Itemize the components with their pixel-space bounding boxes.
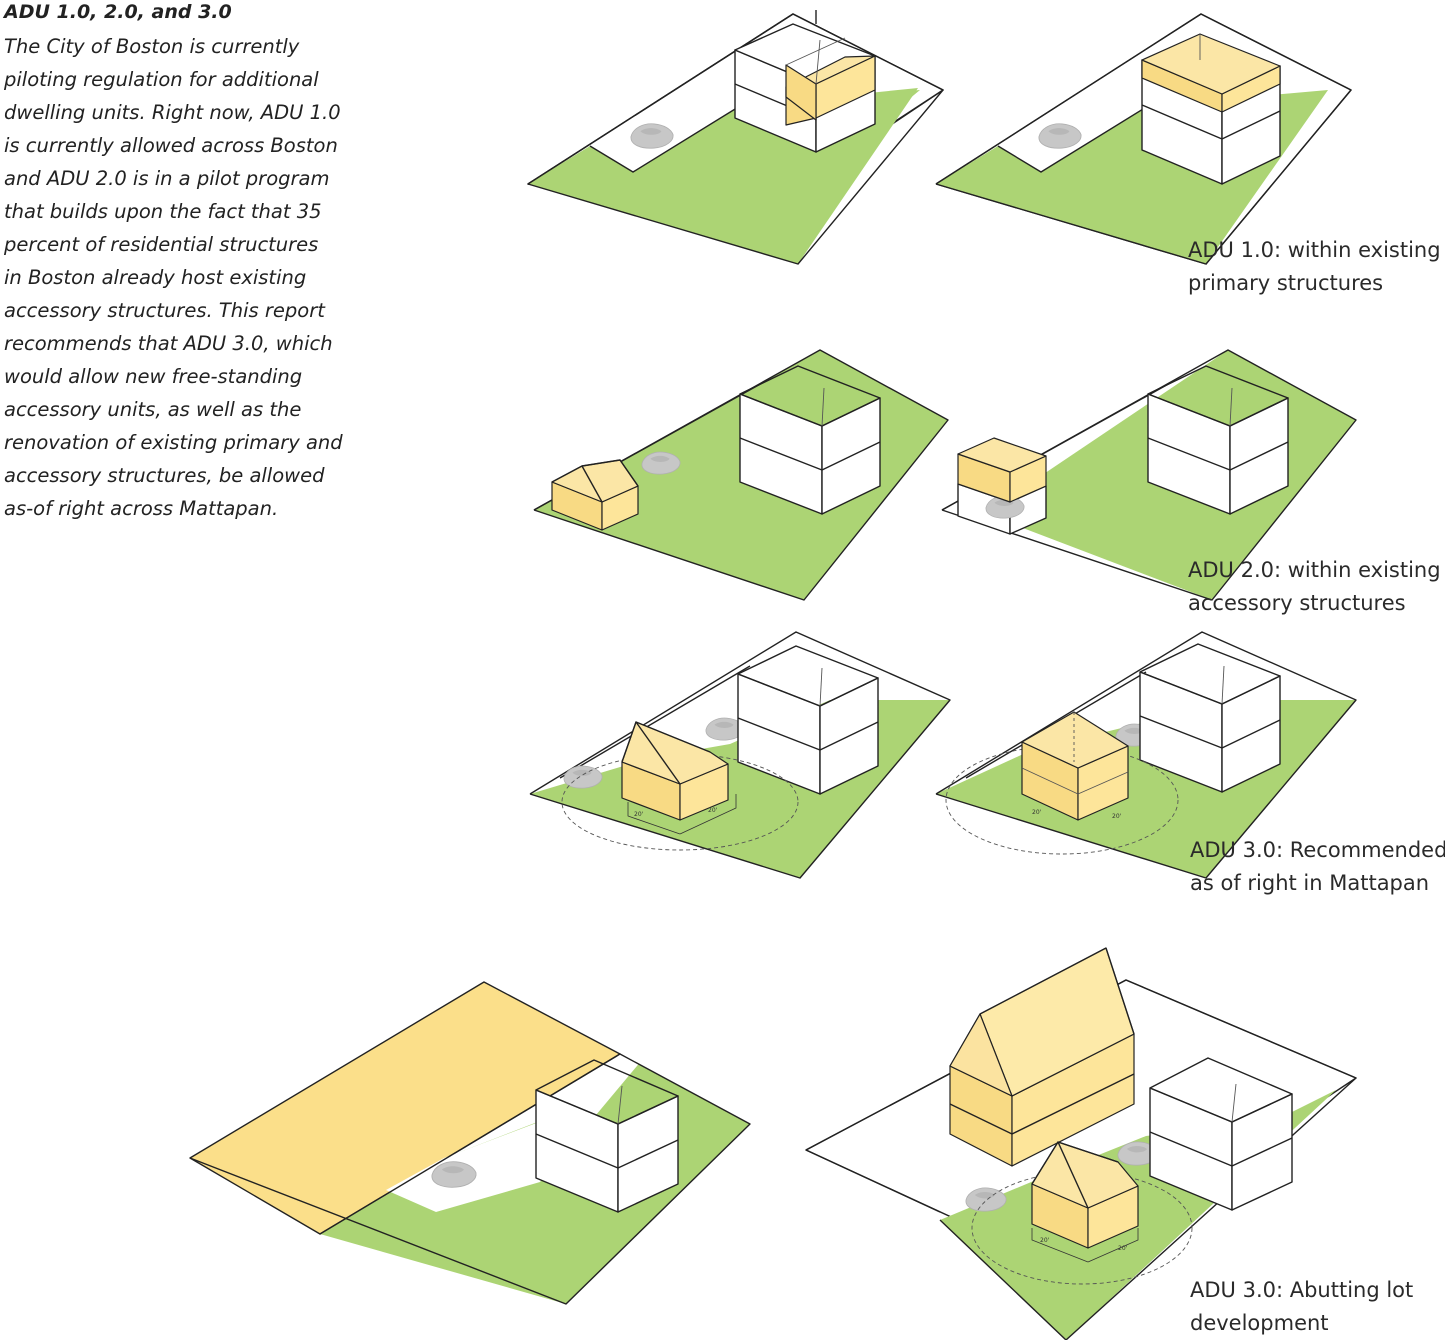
dimension-label: 20' xyxy=(1040,1237,1050,1244)
adu3-diagram-left: 20' 20' xyxy=(529,631,951,879)
dimension-label: 20' xyxy=(1118,1245,1128,1252)
caption-line: ADU 1.0: within existing xyxy=(1188,238,1441,262)
intro-body: The City of Boston is currently piloting… xyxy=(4,30,344,525)
intro-line: and ADU 2.0 is in a pilot program xyxy=(4,167,330,190)
caption-line: development xyxy=(1190,1311,1329,1335)
intro-line: accessory structures, be allowed xyxy=(4,464,325,487)
caption-line: ADU 3.0: Abutting lot xyxy=(1190,1278,1414,1302)
intro-line: dwelling units. Right now, ADU 1.0 xyxy=(4,101,341,124)
dimension-label: 20' xyxy=(1032,809,1042,816)
intro-line: that builds upon the fact that 35 xyxy=(4,200,322,223)
adu1-diagram-right xyxy=(935,13,1352,265)
intro-line: accessory structures. This report xyxy=(4,299,325,322)
intro-line: in Boston already host existing xyxy=(4,266,307,289)
caption-line: as of right in Mattapan xyxy=(1190,871,1430,895)
dimension-label: 20' xyxy=(1112,813,1122,820)
adu3-diagram-right: 20' 20' xyxy=(935,631,1357,879)
dimension-label: 20' xyxy=(708,807,718,814)
caption-adu2: ADU 2.0: within existing accessory struc… xyxy=(1188,554,1441,620)
caption-line: ADU 2.0: within existing xyxy=(1188,558,1441,582)
adu2-diagram-right xyxy=(941,349,1357,601)
caption-line: primary structures xyxy=(1188,271,1384,295)
adu1-diagram-left xyxy=(527,10,944,265)
caption-line: ADU 3.0: Recommended xyxy=(1190,838,1445,862)
intro-line: accessory units, as well as the xyxy=(4,398,302,421)
caption-adu3: ADU 3.0: Recommended as of right in Matt… xyxy=(1190,834,1445,900)
intro-line: recommends that ADU 3.0, which xyxy=(4,332,333,355)
intro-line: The City of Boston is currently xyxy=(4,35,300,58)
dimension-label: 20' xyxy=(634,811,644,818)
intro-line: as-of right across Mattapan. xyxy=(4,497,279,520)
intro-title: ADU 1.0, 2.0, and 3.0 xyxy=(4,1,232,23)
abutting-diagram-right: 20' 20' xyxy=(805,947,1357,1340)
caption-adu3-abutting: ADU 3.0: Abutting lot development xyxy=(1190,1274,1413,1340)
intro-line: renovation of existing primary and xyxy=(4,431,343,454)
abutting-diagram-left xyxy=(189,981,751,1305)
intro-line: would allow new free-standing xyxy=(4,365,303,388)
intro-text-block: ADU 1.0, 2.0, and 3.0 The City of Boston… xyxy=(4,0,344,525)
caption-adu1: ADU 1.0: within existing primary structu… xyxy=(1188,234,1441,300)
adu2-diagram-left xyxy=(533,349,949,601)
caption-line: accessory structures xyxy=(1188,591,1406,615)
intro-line: percent of residential structures xyxy=(4,233,319,256)
intro-line: is currently allowed across Boston xyxy=(4,134,338,157)
intro-line: piloting regulation for additional xyxy=(4,68,319,91)
